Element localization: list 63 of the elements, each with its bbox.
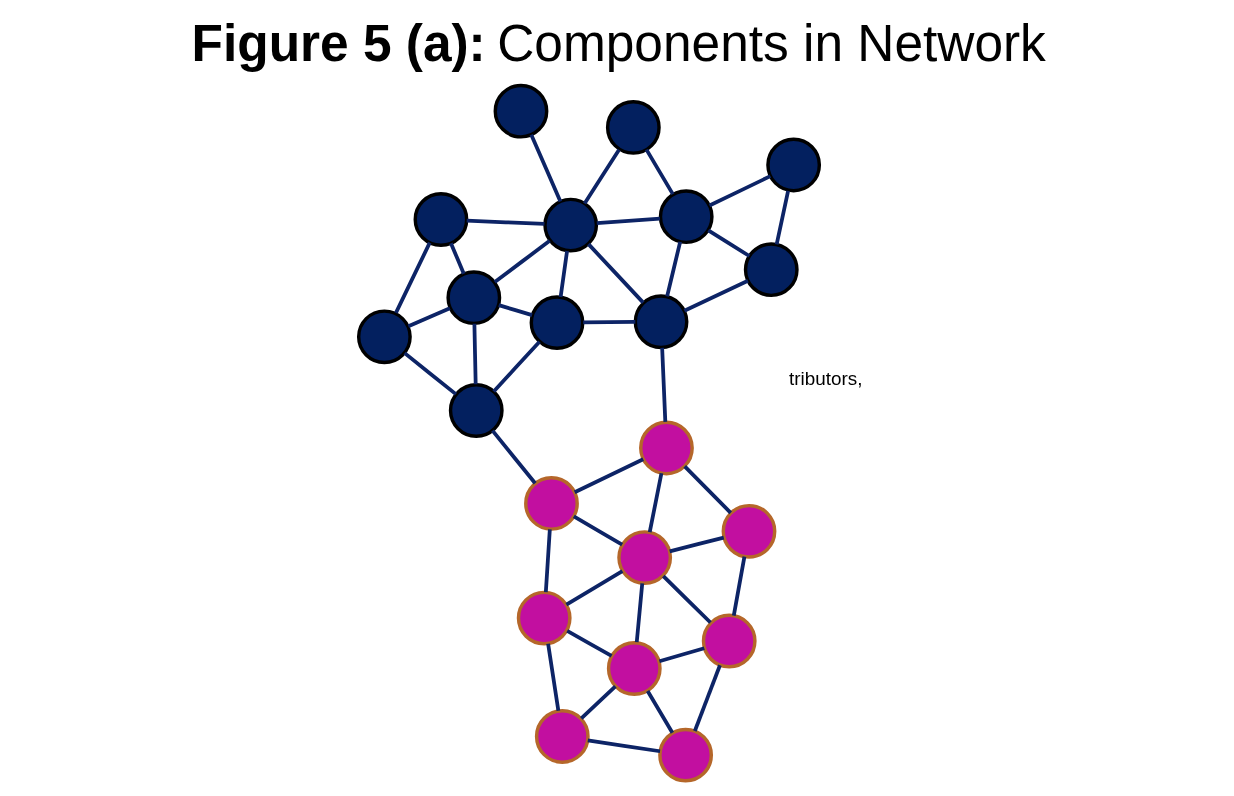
connector: [644, 148, 674, 196]
connector: [708, 174, 771, 208]
node-circle: [493, 83, 548, 139]
connector: [668, 535, 724, 554]
connector: [393, 241, 431, 314]
connector: [565, 629, 612, 658]
node-circle: [657, 727, 713, 783]
connector: [448, 242, 466, 275]
connector: [497, 303, 533, 317]
node-circle: [606, 641, 662, 696]
node-circle: [445, 270, 501, 326]
connector: [407, 306, 451, 328]
connector: [596, 216, 660, 226]
node-circle: [356, 309, 412, 365]
connector: [572, 514, 623, 547]
connector: [466, 218, 544, 226]
connector: [543, 529, 552, 593]
node-circle: [605, 100, 661, 155]
connector: [558, 250, 569, 298]
connector: [573, 457, 644, 494]
node-circle: [701, 613, 757, 669]
connector: [661, 574, 712, 624]
connector: [403, 351, 457, 396]
connector: [731, 556, 746, 616]
node-circle: [542, 197, 598, 253]
node-circle: [743, 242, 799, 298]
node-circle: [529, 295, 584, 351]
node-circle: [448, 383, 504, 438]
node-circle: [721, 503, 776, 559]
diagram-title: Figure 5 (a): Components in Network: [191, 14, 1046, 73]
connector: [774, 190, 790, 245]
connector: [579, 685, 617, 720]
connector: [545, 643, 560, 712]
connector: [645, 690, 674, 734]
connector: [493, 239, 551, 284]
connector: [658, 646, 705, 664]
node-circle: [658, 189, 714, 245]
connector: [682, 465, 732, 515]
connector: [564, 569, 623, 607]
node-circle: [765, 137, 821, 193]
label: tributors,: [788, 367, 862, 389]
node-circle: [534, 709, 590, 764]
connector: [586, 242, 645, 304]
connector: [683, 278, 749, 313]
connector: [491, 340, 541, 393]
connector: [582, 148, 621, 205]
node-circle: [516, 590, 572, 646]
node-circle: [638, 420, 694, 476]
connector: [472, 323, 478, 385]
connector: [529, 134, 562, 203]
node-circle: [413, 192, 468, 247]
connector: [587, 738, 660, 754]
node-circle: [616, 530, 672, 586]
connector: [664, 241, 682, 297]
connector: [490, 429, 537, 485]
node-circle: [633, 294, 688, 350]
connector: [659, 347, 667, 422]
connector: [647, 472, 663, 533]
connector: [634, 583, 644, 643]
node-circle: [523, 476, 579, 531]
connector: [582, 320, 635, 325]
connector: [706, 228, 750, 258]
connector: [692, 664, 722, 732]
